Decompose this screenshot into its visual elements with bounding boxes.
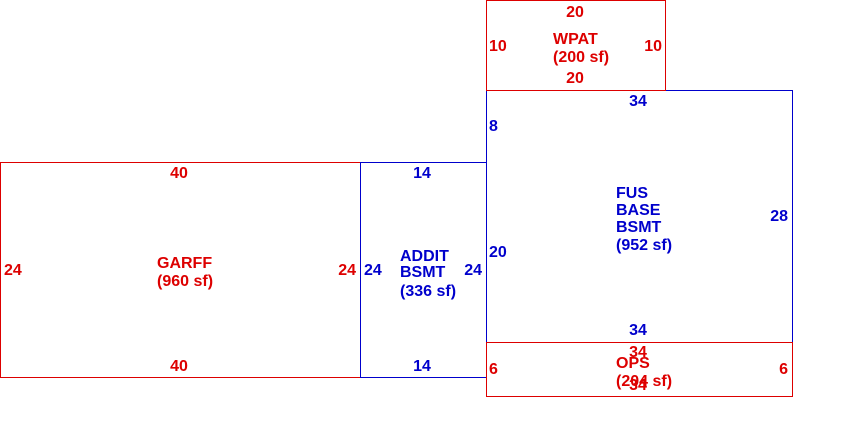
garff-dim-bottom: 40 [170, 358, 188, 375]
fus-base-bsmt-name-2: BASE [616, 202, 661, 219]
ops-outline [486, 342, 793, 397]
garff-dim-top: 40 [170, 165, 188, 182]
ops-area: (204 sf) [616, 373, 672, 390]
wpat-outline [486, 0, 666, 91]
fus-base-bsmt-dim-left-lower: 20 [489, 244, 507, 261]
fus-base-bsmt-name-3: BSMT [616, 219, 662, 236]
addit-bsmt-name-1: ADDIT [400, 248, 449, 265]
garff-name: GARFF [157, 255, 212, 272]
fus-base-bsmt-dim-bottom: 34 [629, 322, 647, 339]
addit-bsmt-dim-right: 24 [464, 262, 482, 279]
wpat-dim-left: 10 [489, 38, 507, 55]
area-garff: 40 40 24 24 GARFF (960 sf) [0, 162, 361, 378]
ops-dim-bottom: 34 [629, 377, 647, 394]
area-wpat: 20 20 10 10 WPAT (200 sf) [486, 0, 666, 91]
addit-bsmt-area: (336 sf) [400, 283, 456, 300]
fus-base-bsmt-area: (952 sf) [616, 237, 672, 254]
wpat-dim-top: 20 [566, 4, 584, 21]
addit-bsmt-dim-bottom: 14 [413, 358, 431, 375]
wpat-name: WPAT [553, 31, 598, 48]
ops-dim-right: 6 [779, 361, 788, 378]
area-fus-base-bsmt: 34 34 28 8 20 FUS BASE BSMT (952 sf) [486, 90, 793, 343]
addit-bsmt-dim-left: 24 [364, 262, 382, 279]
fus-base-bsmt-dim-top: 34 [629, 93, 647, 110]
garff-dim-left: 24 [4, 262, 22, 279]
area-addit-bsmt: 14 14 24 24 ADDIT BSMT (336 sf) [360, 162, 487, 378]
fus-base-bsmt-dim-left-upper: 8 [489, 118, 498, 135]
wpat-dim-bottom: 20 [566, 70, 584, 87]
wpat-area: (200 sf) [553, 49, 609, 66]
garff-dim-right: 24 [338, 262, 356, 279]
fus-base-bsmt-name-1: FUS [616, 185, 648, 202]
addit-bsmt-name-2: BSMT [400, 264, 446, 281]
fus-base-bsmt-dim-right: 28 [770, 208, 788, 225]
area-ops: 34 34 6 6 OPS (204 sf) [486, 342, 793, 397]
wpat-dim-right: 10 [644, 38, 662, 55]
ops-dim-top: 34 [629, 344, 647, 361]
garff-area: (960 sf) [157, 273, 213, 290]
ops-name: OPS [616, 355, 650, 372]
addit-bsmt-dim-top: 14 [413, 165, 431, 182]
ops-dim-left: 6 [489, 361, 498, 378]
